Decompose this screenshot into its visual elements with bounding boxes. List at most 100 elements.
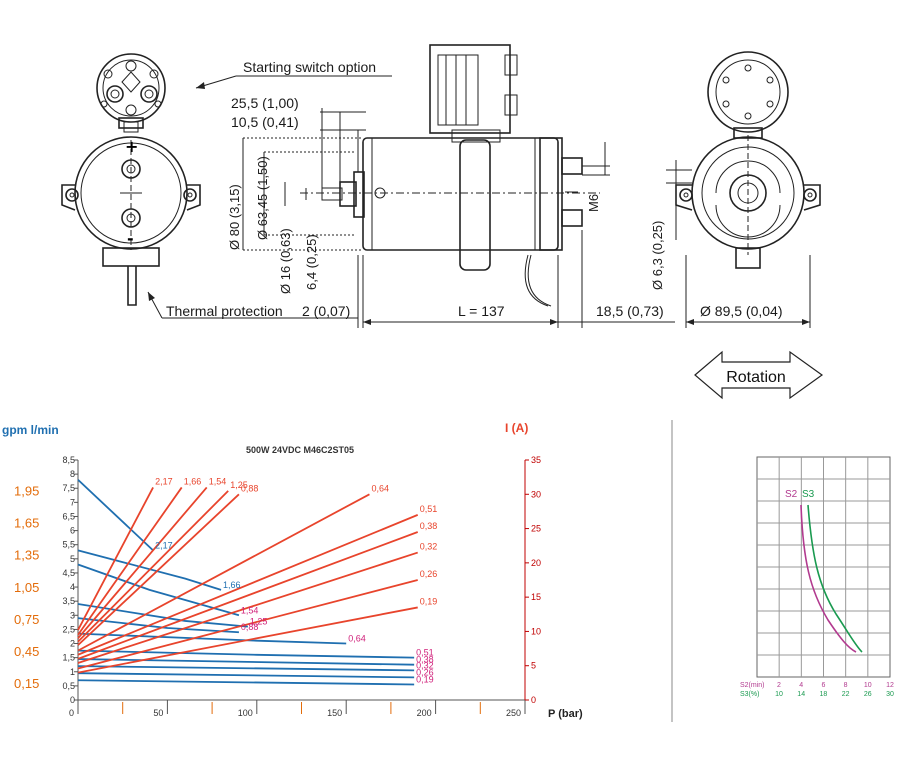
- current-line: [77, 493, 240, 646]
- y-right-tick-label: 35: [531, 455, 541, 465]
- y-left-tick-label: 4,5: [62, 568, 75, 578]
- current-line-label: 0,38: [420, 521, 438, 531]
- current-line: [77, 579, 418, 670]
- flow-line-label: 0,64: [348, 634, 366, 644]
- s2-tick-label: 8: [844, 682, 848, 689]
- gpm-tick-label: 1,95: [14, 484, 39, 499]
- dim-L: L = 137: [458, 303, 505, 319]
- s2-tick-label: 2: [777, 682, 781, 689]
- current-line: [77, 486, 183, 636]
- flow-line: [77, 649, 415, 659]
- dim-6-3: Ø 6,3 (0,25): [650, 221, 665, 290]
- dim-80: Ø 80 (3,15): [227, 184, 242, 250]
- dim-89-5: Ø 89,5 (0,04): [700, 303, 783, 319]
- left-axis-label: gpm l/min: [2, 423, 59, 437]
- gpm-tick-label: 1,05: [14, 580, 39, 595]
- gpm-tick-label: 1,35: [14, 548, 39, 563]
- s2-tick-label: 10: [864, 682, 872, 689]
- y-left-tick-label: 7: [70, 497, 75, 507]
- s3-tick-label: 14: [797, 691, 805, 698]
- s2-curve: [800, 504, 857, 653]
- current-line-label: 1,66: [184, 476, 202, 486]
- current-line-label: 1,25: [230, 480, 248, 490]
- dim-10-5: 10,5 (0,41): [231, 114, 299, 130]
- dim-2: 2 (0,07): [302, 303, 350, 319]
- current-line: [77, 551, 418, 664]
- flow-line-label: 1,54: [241, 605, 259, 615]
- starting-switch-label: Starting switch option: [243, 59, 376, 75]
- current-line: [77, 531, 419, 660]
- right-end-view: Ø 6,3 (0,25) Ø 89,5 (0,04): [650, 51, 821, 328]
- gpm-tick-label: 0,45: [14, 644, 39, 659]
- y-left-tick-label: 7,5: [62, 483, 75, 493]
- y-left-tick-label: 8,5: [62, 455, 75, 465]
- y-right-tick-label: 5: [531, 661, 536, 671]
- dim-6-4: 6,4 (0,25): [304, 234, 319, 290]
- s3-tick-label: 26: [864, 691, 872, 698]
- x-tick-label: 250: [506, 708, 521, 718]
- minus-sign: -: [127, 229, 134, 248]
- flow-line-label: 0,26: [416, 667, 434, 677]
- y-left-tick-label: 3: [70, 610, 75, 620]
- annotation-thermal: Thermal protection: [147, 291, 358, 319]
- current-line: [77, 490, 229, 643]
- flow-line-label: 1,66: [223, 580, 241, 590]
- dim-16: Ø 16 (0,63): [278, 228, 293, 294]
- y-left-tick-label: 6,5: [62, 511, 75, 521]
- y-left-tick-label: 0: [70, 695, 75, 705]
- current-line-label: 0,19: [420, 596, 438, 606]
- s2-label: S2: [785, 489, 798, 500]
- dim-25-5: 25,5 (1,00): [231, 95, 299, 111]
- gpm-tick-label: 1,65: [14, 516, 39, 531]
- flow-line: [77, 563, 240, 617]
- y-right-tick-label: 30: [531, 489, 541, 499]
- x-tick-label: 100: [238, 708, 253, 718]
- y-left-tick-label: 6: [70, 526, 75, 536]
- y-right-tick-label: 25: [531, 524, 541, 534]
- y-left-tick-label: 8: [70, 469, 75, 479]
- s3-tick-label: 18: [820, 691, 828, 698]
- current-line-label: 0,51: [420, 504, 438, 514]
- s2-tick-label: 12: [886, 682, 894, 689]
- flow-line-label: 0,32: [416, 660, 434, 670]
- y-right-tick-label: 0: [531, 695, 536, 705]
- y-left-tick-label: 2: [70, 639, 75, 649]
- current-line: [77, 487, 154, 631]
- s2-tick-label: 4: [799, 682, 803, 689]
- y-right-tick-label: 20: [531, 558, 541, 568]
- dim-63-45: Ø 63,45 (1,50): [255, 156, 270, 240]
- x-tick-label: 150: [327, 708, 342, 718]
- thermal-protection-label: Thermal protection: [166, 303, 283, 319]
- left-end-view: + -: [61, 53, 201, 306]
- gpm-tick-label: 0,75: [14, 612, 39, 627]
- current-line: [77, 486, 208, 639]
- y-left-tick-label: 5: [70, 554, 75, 564]
- flow-line: [77, 665, 415, 672]
- side-view: [300, 44, 600, 307]
- x-axis-label: P (bar): [548, 708, 583, 720]
- flow-line: [77, 549, 222, 591]
- y-left-tick-label: 0,5: [62, 681, 75, 691]
- current-line: [77, 493, 370, 652]
- flow-line: [77, 679, 415, 686]
- chart-title: 500W 24VDC M46C2ST05: [246, 445, 354, 455]
- s3-curve: [807, 504, 863, 653]
- y-right-tick-label: 10: [531, 626, 541, 636]
- s3-label: S3: [802, 489, 815, 500]
- gpm-tick-label: 0,15: [14, 676, 39, 691]
- flow-line-label: 0,88: [241, 622, 259, 632]
- right-axis-label: I (A): [505, 421, 528, 435]
- flow-line: [77, 617, 239, 634]
- flow-line-label: 2,17: [155, 540, 173, 550]
- y-left-tick-label: 2,5: [62, 624, 75, 634]
- flow-line-label: 0,51: [416, 648, 434, 658]
- current-line-label: 0,88: [241, 483, 259, 493]
- annotation-starting-switch: Starting switch option: [195, 59, 392, 89]
- s3-tick-label: 22: [842, 691, 850, 698]
- s3-axis-name: S3(%): [740, 691, 759, 698]
- current-line-label: 1,54: [209, 476, 227, 486]
- flow-line-label: 0,38: [416, 655, 434, 665]
- s3-tick-label: 30: [886, 691, 894, 698]
- x-tick-label: 200: [417, 708, 432, 718]
